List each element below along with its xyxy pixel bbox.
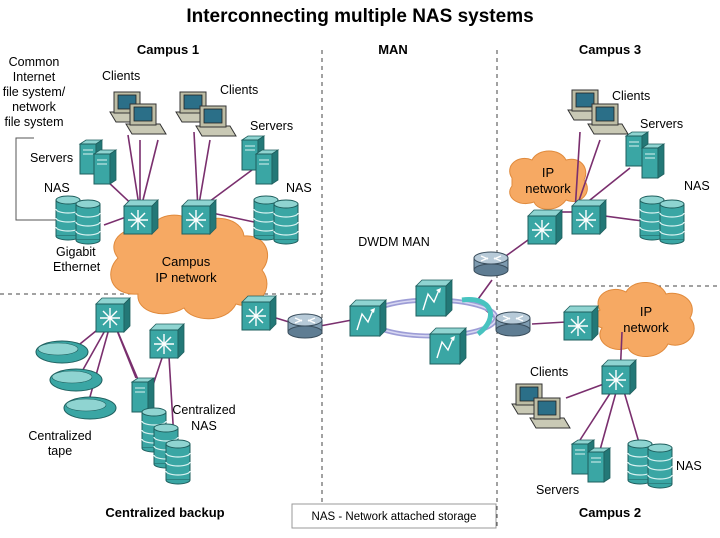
label-servers: Servers [536, 483, 579, 497]
region-label-campus2: Campus 2 [579, 505, 641, 520]
client-monitor-icon [587, 103, 629, 135]
nas-storage-icon [75, 199, 101, 245]
campus-ip-network-cloud-icon [110, 214, 268, 320]
legend-box [291, 503, 497, 529]
client-monitor-icon [195, 105, 237, 137]
optical-switch-icon [429, 327, 467, 365]
legend-text: NAS - Network attached storage [312, 511, 477, 523]
label-nas: NAS [684, 179, 710, 193]
switch-icon [181, 199, 217, 235]
region-label-man: MAN [378, 42, 408, 57]
switch-icon [601, 359, 637, 395]
server-icon [255, 149, 279, 185]
label-central-tape-line1: Centralized [28, 429, 91, 443]
switch-icon [241, 295, 277, 331]
switch-icon [149, 323, 185, 359]
nas-storage-icon [273, 199, 299, 245]
optical-switch-icon [349, 299, 387, 337]
router-icon [495, 311, 531, 337]
switch-icon [571, 199, 607, 235]
server-icon [641, 143, 665, 179]
label-ip-line1: IP [542, 165, 554, 180]
label-clients: Clients [102, 69, 140, 83]
label-clients: Clients [612, 89, 650, 103]
diagram-title: Interconnecting multiple NAS systems [186, 6, 533, 27]
label-nas: NAS [44, 181, 70, 195]
label-campus-ip-line2: IP network [155, 270, 217, 285]
tape-icon [63, 396, 117, 420]
region-label-campus1: Campus 1 [137, 42, 199, 57]
label-cifs-line5: file system [4, 115, 63, 129]
client-monitor-icon [529, 397, 571, 429]
server-icon [93, 149, 117, 185]
label-cifs-line3: file system/ [3, 85, 66, 99]
cifs-pointer-line [15, 137, 56, 221]
label-gigabit-line2: Ethernet [53, 260, 101, 274]
ip-network-cloud-icon-campus2 [593, 282, 695, 357]
server-icon [131, 377, 155, 413]
nas-storage-icon [659, 199, 685, 245]
label-central-nas-line2: NAS [191, 419, 217, 433]
label-nas: NAS [286, 181, 312, 195]
label-ip-line1: IP [640, 304, 652, 319]
tape-icon [35, 340, 89, 364]
nas-storage-icon [647, 443, 673, 489]
switch-icon [527, 209, 563, 245]
label-central-tape-line2: tape [48, 444, 72, 458]
router-icon [473, 251, 509, 277]
region-label-backup: Centralized backup [105, 505, 224, 520]
label-cifs-line1: Common [9, 55, 60, 69]
server-icon [587, 447, 611, 483]
switch-icon [95, 297, 131, 333]
label-campus-ip-line1: Campus [162, 254, 211, 269]
label-ip-line2: network [623, 320, 669, 335]
label-ip-line2: network [525, 181, 571, 196]
label-gigabit-line1: Gigabit [56, 245, 96, 259]
label-dwdm-man: DWDM MAN [358, 235, 430, 249]
label-clients: Clients [530, 365, 568, 379]
label-servers: Servers [640, 117, 683, 131]
client-monitor-icon [125, 103, 167, 135]
label-servers: Servers [250, 119, 293, 133]
switch-icon [563, 305, 599, 341]
central-nas-storage-icon [165, 439, 191, 485]
optical-switch-icon [415, 279, 453, 317]
label-cifs-line2: Internet [13, 70, 56, 84]
label-cifs-line4: network [12, 100, 57, 114]
switch-icon [123, 199, 159, 235]
ip-network-cloud-icon-campus3 [509, 150, 588, 210]
label-nas: NAS [676, 459, 702, 473]
label-clients: Clients [220, 83, 258, 97]
router-icon [287, 313, 323, 339]
label-central-nas-line1: Centralized [172, 403, 235, 417]
label-servers: Servers [30, 151, 73, 165]
region-label-campus3: Campus 3 [579, 42, 641, 57]
tape-icon [49, 368, 103, 392]
